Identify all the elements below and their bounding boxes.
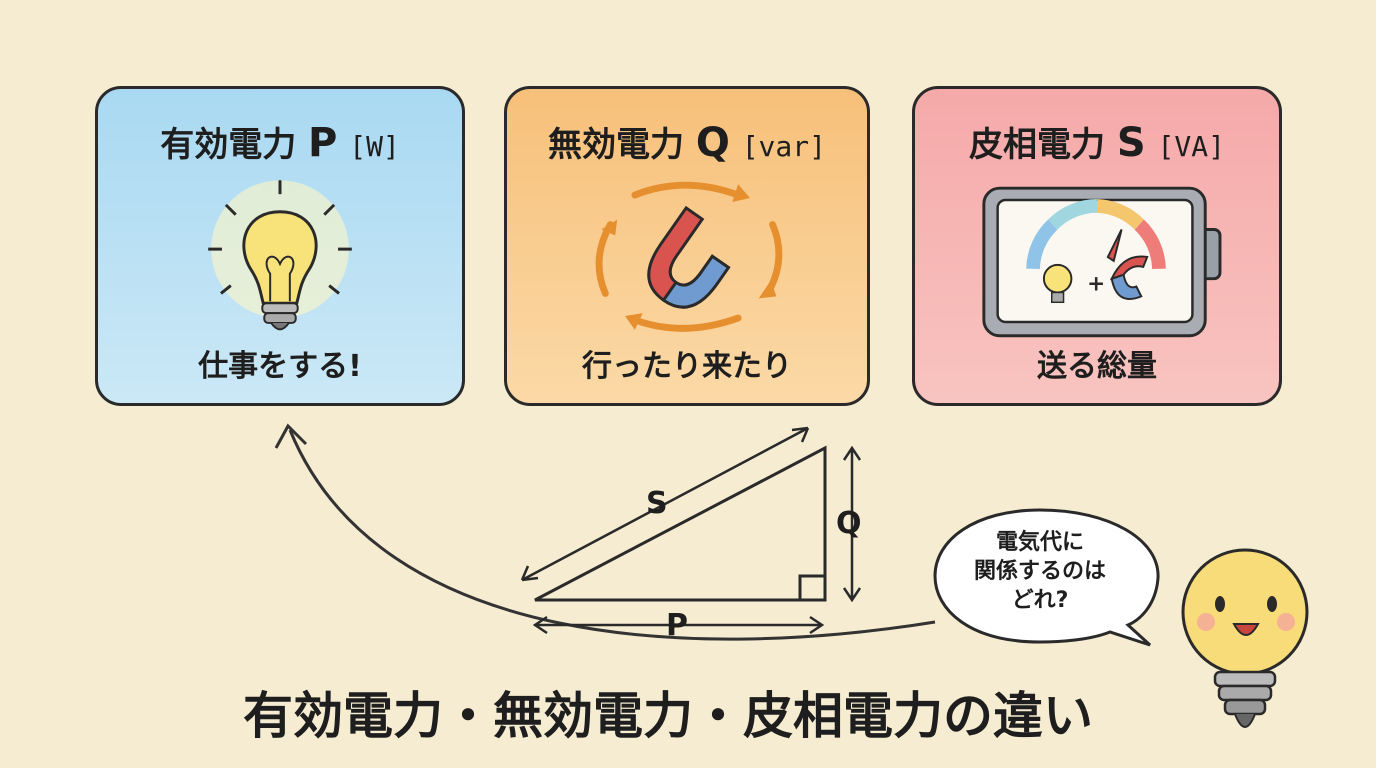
card-active-power: 有効電力 P [W] 仕事をする! bbox=[95, 86, 465, 406]
bubble-line: 電気代に bbox=[995, 530, 1084, 555]
label-s: S bbox=[646, 486, 668, 521]
curved-arrow bbox=[288, 429, 936, 641]
speech-bubble bbox=[933, 508, 1160, 647]
card-apparent-power: 皮相電力 S [VA] + 送る総量 bbox=[912, 86, 1282, 406]
card-title: 有効電力 bbox=[160, 125, 297, 165]
page-title: 有効電力・無効電力・皮相電力の違い bbox=[243, 687, 1093, 745]
bubble-line: 関係するのは bbox=[973, 559, 1106, 584]
card-unit: [VA] bbox=[1157, 130, 1225, 163]
bulb-character-icon bbox=[1181, 548, 1309, 728]
card-title: 皮相電力 bbox=[969, 125, 1106, 165]
card-symbol: S bbox=[1116, 120, 1146, 166]
card-reactive-power: 無効電力 Q [var] 行ったり来たり bbox=[504, 86, 870, 406]
speech-bubble-text: 電気代に 関係するのは どれ? bbox=[955, 528, 1125, 615]
card-title: 無効電力 bbox=[548, 125, 684, 165]
power-triangle bbox=[520, 426, 862, 635]
card-caption: 送る総量 bbox=[1037, 349, 1157, 384]
card-symbol: P bbox=[308, 120, 338, 166]
card-symbol: Q bbox=[695, 120, 730, 166]
magnet-cycle-icon bbox=[595, 181, 783, 332]
card-unit: [var] bbox=[741, 130, 826, 163]
label-q: Q bbox=[836, 506, 862, 541]
bubble-line: どれ? bbox=[1011, 588, 1069, 613]
svg-text:+: + bbox=[1087, 271, 1105, 296]
card-caption: 仕事をする! bbox=[198, 349, 362, 384]
meter-icon: + bbox=[982, 186, 1222, 338]
card-unit: [W] bbox=[349, 130, 400, 163]
light-bulb-icon bbox=[208, 180, 352, 331]
card-caption: 行ったり来たり bbox=[582, 349, 792, 384]
label-p: P bbox=[666, 608, 688, 643]
